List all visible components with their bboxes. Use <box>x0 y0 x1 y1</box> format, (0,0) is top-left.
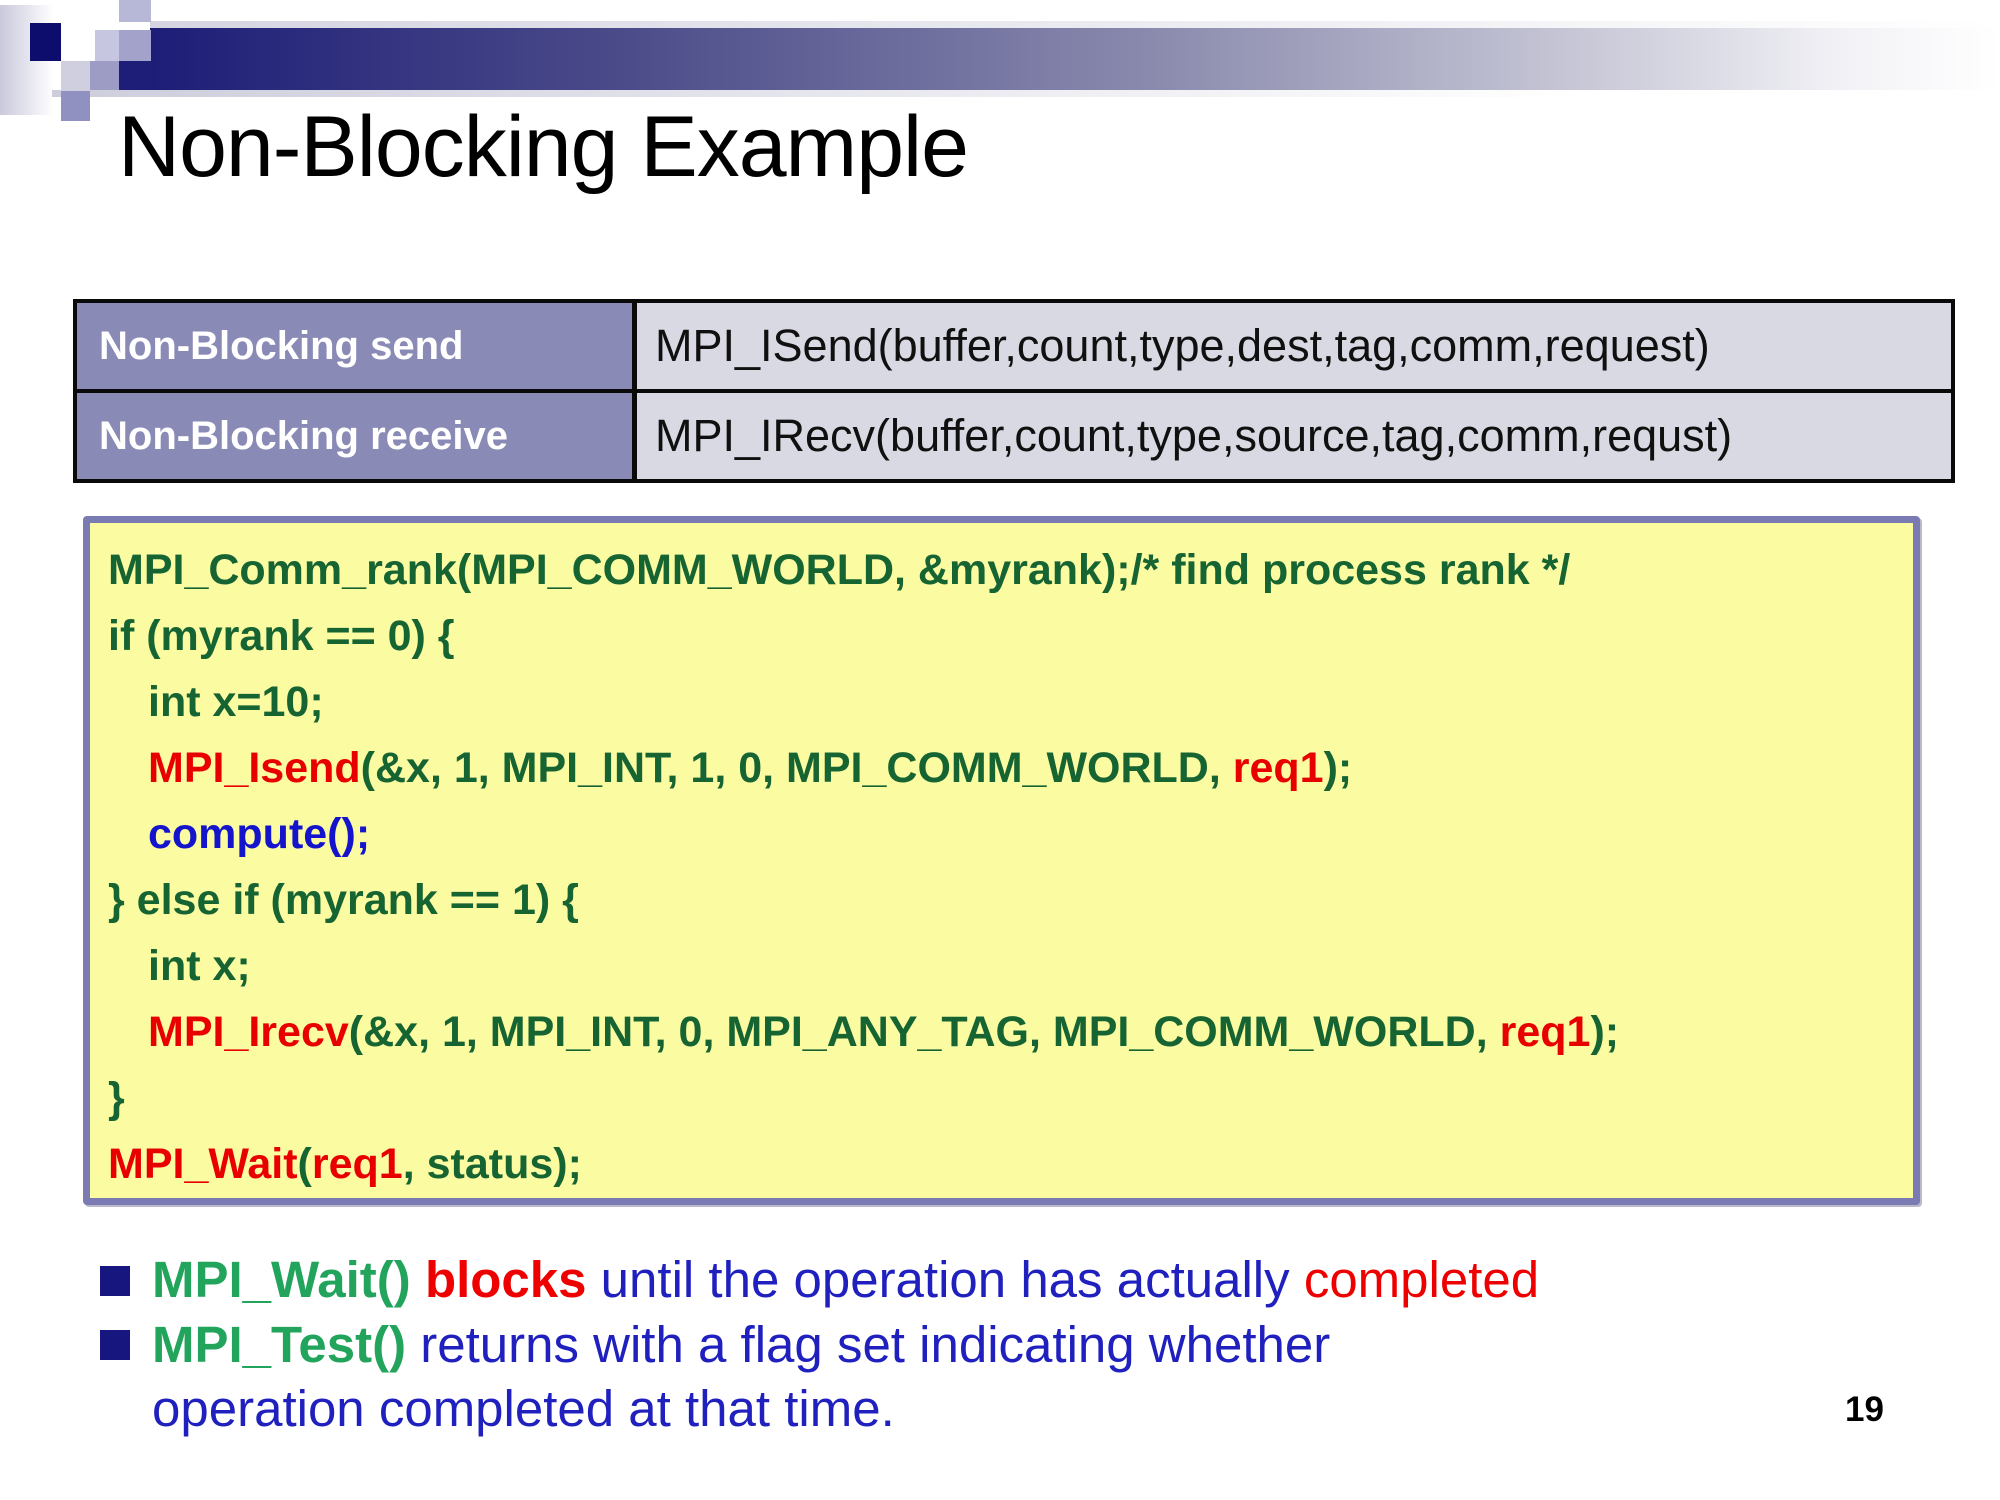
slide-title: Non-Blocking Example <box>118 99 969 195</box>
table-row-value: MPI_ISend(buffer,count,type,dest,tag,com… <box>637 303 1951 389</box>
decor-square-medium <box>119 30 151 61</box>
code-segment: req1 <box>311 1140 403 1188</box>
code-segment: req1 <box>1232 744 1324 792</box>
code-segment: ); <box>1323 744 1353 792</box>
bullet-square-icon <box>100 1266 130 1296</box>
bullet-segment: MPI_Test() <box>152 1316 421 1373</box>
code-segment: } <box>108 1074 125 1122</box>
code-line: if (myrank == 0) { <box>108 603 1913 669</box>
title-band-step <box>119 60 151 90</box>
bullet-segment: blocks <box>424 1251 587 1308</box>
bottom-stripe-decoration <box>26 90 1586 97</box>
code-line: } <box>108 1065 1913 1131</box>
code-segment: compute(); <box>148 810 371 858</box>
code-segment: } else if (myrank == 1) { <box>108 876 579 924</box>
table-row: Non-Blocking send MPI_ISend(buffer,count… <box>77 303 1951 393</box>
bullet-line: MPI_Wait() blocks until the operation ha… <box>152 1250 1539 1309</box>
bullet-line: MPI_Test() returns with a flag set indic… <box>152 1315 1330 1374</box>
title-band-gradient <box>150 28 2000 90</box>
decor-square-light <box>95 30 119 61</box>
code-segment: if (myrank == 0) { <box>108 612 455 660</box>
table-row: Non-Blocking receive MPI_IRecv(buffer,co… <box>77 393 1951 479</box>
code-line: } else if (myrank == 1) { <box>108 867 1913 933</box>
decor-square-medium-3 <box>61 91 90 121</box>
code-line: MPI_Comm_rank(MPI_COMM_WORLD, &myrank);/… <box>108 537 1913 603</box>
code-segment: MPI_Isend <box>148 744 361 792</box>
code-segment: MPI_Irecv <box>148 1008 349 1056</box>
decor-square-light-2 <box>61 61 90 91</box>
code-segment: ); <box>1590 1008 1620 1056</box>
code-segment: MPI_Wait <box>108 1140 298 1188</box>
code-segment: , status); <box>402 1140 582 1188</box>
code-line: int x; <box>108 933 1913 999</box>
bullet-square-icon <box>100 1330 130 1360</box>
code-line: int x=10; <box>108 669 1913 735</box>
bullet-segment: operation completed at that time. <box>152 1380 895 1437</box>
bullet-segment: MPI_Wait() <box>152 1251 425 1308</box>
code-segment: req1 <box>1499 1008 1591 1056</box>
bullet-segment: returns with a flag set indicating wheth… <box>420 1316 1331 1373</box>
decor-square-navy <box>30 23 61 61</box>
table-row-label: Non-Blocking receive <box>77 393 637 479</box>
table-row-value: MPI_IRecv(buffer,count,type,source,tag,c… <box>637 393 1951 479</box>
code-segment: int x; <box>148 942 251 990</box>
code-segment: (&x, 1, MPI_INT, 1, 0, MPI_COMM_WORLD, <box>360 744 1233 792</box>
top-stripe-decoration <box>150 21 2000 28</box>
code-segment: int x=10; <box>148 678 324 726</box>
code-segment: (&x, 1, MPI_INT, 0, MPI_ANY_TAG, MPI_COM… <box>348 1008 1500 1056</box>
code-block: MPI_Comm_rank(MPI_COMM_WORLD, &myrank);/… <box>83 516 1920 1205</box>
bullet-continuation-line: operation completed at that time. <box>152 1379 895 1438</box>
code-line: MPI_Irecv(&x, 1, MPI_INT, 0, MPI_ANY_TAG… <box>108 999 1913 1065</box>
decor-square-top <box>119 0 151 22</box>
bullet-segment: completed <box>1303 1251 1540 1308</box>
code-segment: ( <box>297 1140 312 1188</box>
table-row-label: Non-Blocking send <box>77 303 637 389</box>
code-segment: MPI_Comm_rank(MPI_COMM_WORLD, &myrank);/… <box>108 546 1571 594</box>
code-line: MPI_Isend(&x, 1, MPI_INT, 1, 0, MPI_COMM… <box>108 735 1913 801</box>
mpi-signature-table: Non-Blocking send MPI_ISend(buffer,count… <box>73 299 1955 483</box>
page-number: 19 <box>1845 1390 1884 1429</box>
bullet-segment: until the operation has actually <box>586 1251 1304 1308</box>
code-line: compute(); <box>108 801 1913 867</box>
code-line: MPI_Wait(req1, status); <box>108 1131 1913 1197</box>
decor-square-medium-2 <box>90 61 119 90</box>
